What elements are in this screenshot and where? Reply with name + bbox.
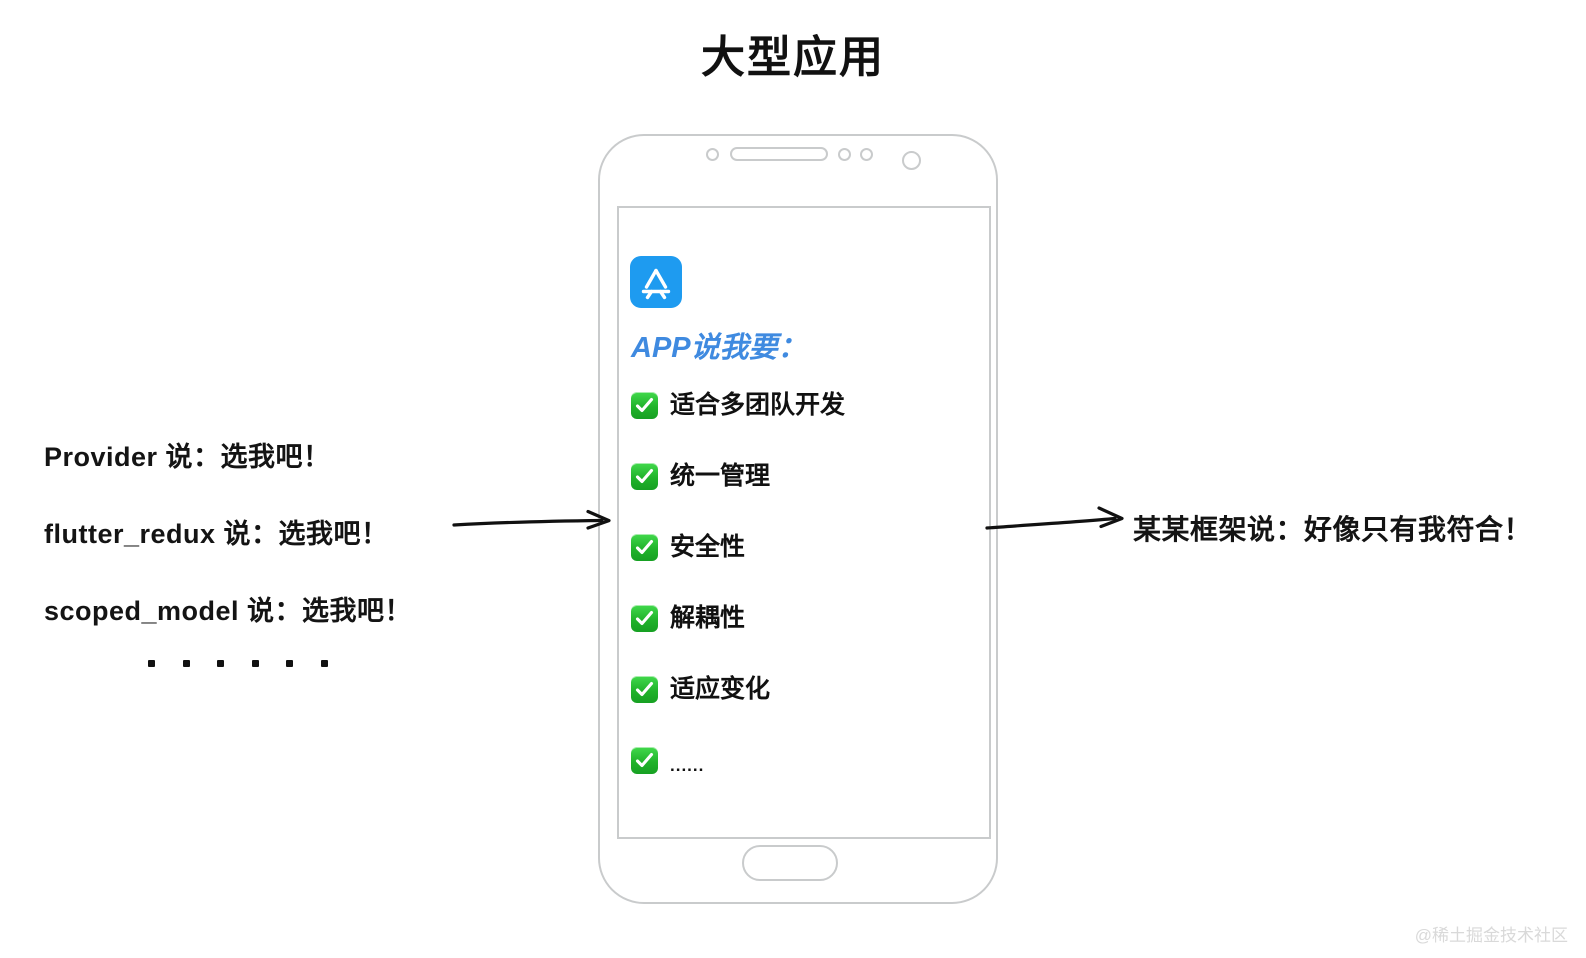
phone-mockup: APP说我要： 适合多团队开发 统一管理 (598, 134, 1000, 906)
check-icon (631, 533, 658, 561)
dot (251, 660, 259, 667)
dot (182, 660, 190, 667)
arrow-left-to-phone-icon (452, 498, 620, 544)
checklist-item-label: 解耦性 (670, 603, 746, 632)
dot (320, 660, 328, 667)
left-caption-block: Provider 说：选我吧！ flutter_redux 说：选我吧！ sco… (44, 435, 564, 666)
checklist-item[interactable]: 适合多团队开发 (631, 390, 981, 420)
check-icon (631, 462, 658, 490)
app-headline: APP说我要： (631, 332, 807, 364)
sensor-dot-icon (838, 148, 851, 161)
phone-screen: APP说我要： 适合多团队开发 统一管理 (617, 206, 991, 839)
checklist-item[interactable]: ...... (631, 745, 981, 775)
caption-line-provider: Provider 说：选我吧！ (44, 442, 331, 472)
right-caption: 某某框架说：好像只有我符合！ (1133, 514, 1533, 545)
checklist-item[interactable]: 安全性 (631, 532, 981, 562)
dot (148, 660, 155, 667)
front-camera-icon (902, 151, 921, 170)
checklist-item-label: ...... (670, 755, 705, 775)
sensor-dot-icon (860, 148, 873, 161)
checklist-item[interactable]: 适应变化 (631, 674, 981, 704)
app-store-icon[interactable] (630, 256, 682, 308)
ellipsis-dots (148, 660, 328, 667)
home-button[interactable] (742, 845, 838, 881)
app-requirement-checklist: 适合多团队开发 统一管理 安全性 (631, 390, 981, 816)
checklist-item-label: 适应变化 (670, 674, 771, 703)
check-icon (631, 391, 658, 419)
arrow-phone-to-right-icon (985, 498, 1131, 544)
dot (286, 660, 294, 667)
check-icon (631, 746, 658, 774)
checklist-item-label: 适合多团队开发 (670, 390, 846, 419)
check-icon (631, 675, 658, 703)
dot (217, 660, 225, 667)
caption-line-flutter-redux: flutter_redux 说：选我吧！ (44, 519, 389, 549)
page-title: 大型应用 (701, 33, 885, 82)
caption-line-scoped-model: scoped_model 说：选我吧！ (44, 596, 413, 626)
check-icon (631, 604, 658, 632)
watermark: @稀土掘金技术社区 (1414, 926, 1568, 945)
checklist-item-label: 安全性 (670, 532, 746, 561)
checklist-item[interactable]: 统一管理 (631, 461, 981, 491)
earpiece-speaker-icon (730, 147, 828, 161)
sensor-dot-icon (706, 148, 719, 161)
checklist-item[interactable]: 解耦性 (631, 603, 981, 633)
checklist-item-label: 统一管理 (670, 461, 771, 490)
